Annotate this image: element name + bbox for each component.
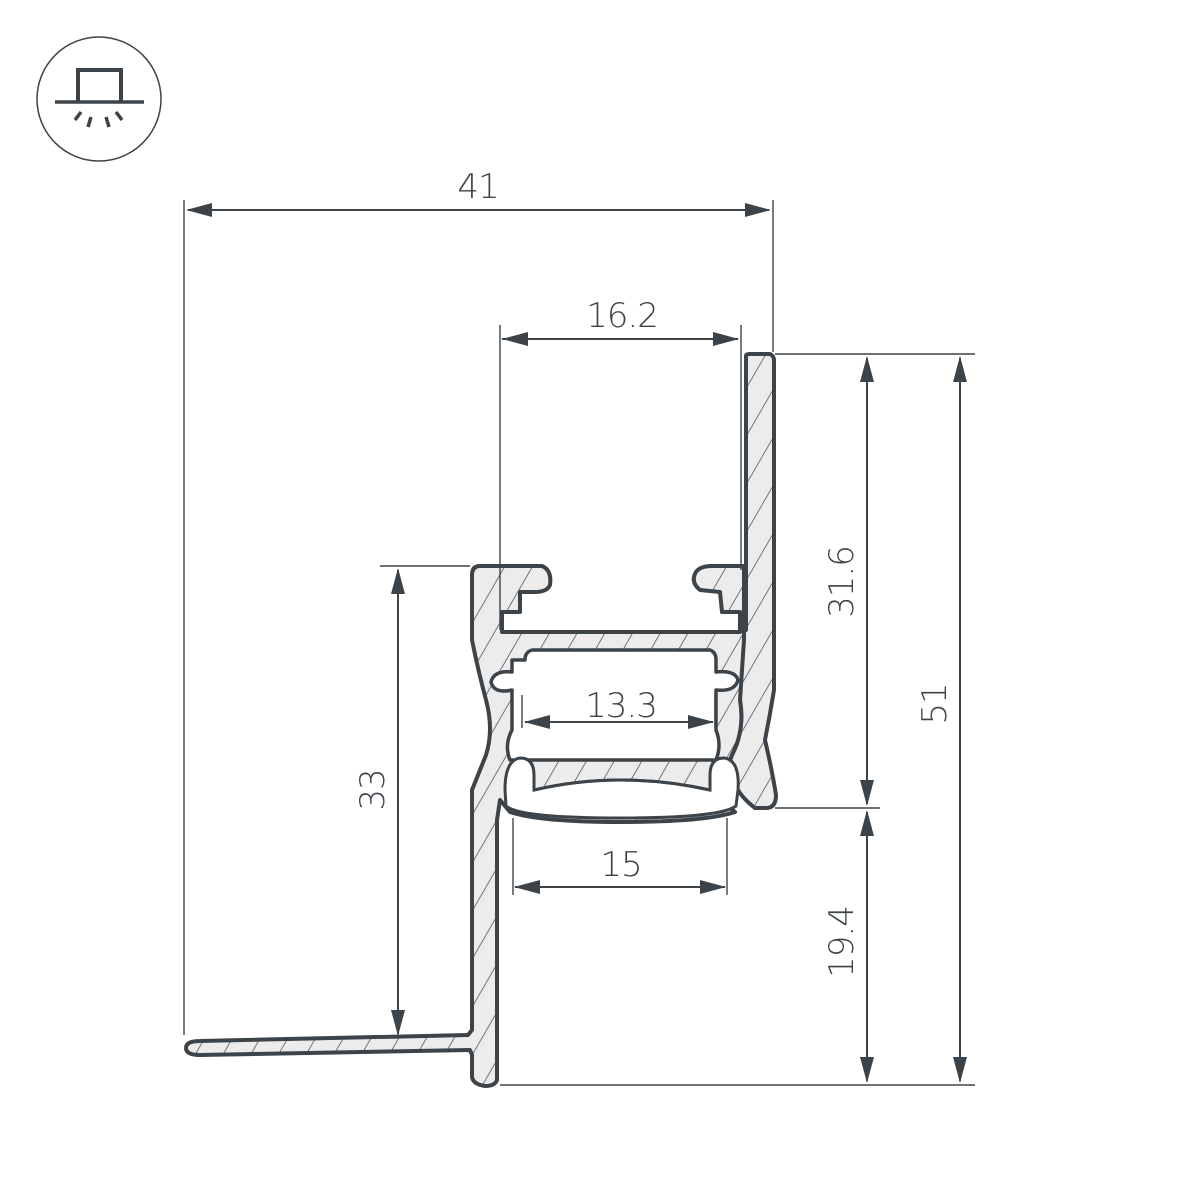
dimension-upper-height: 31.6 bbox=[822, 356, 874, 806]
dimension-diffuser-outer-width: 15 bbox=[514, 845, 726, 894]
dimension-label-51: 51 bbox=[915, 683, 955, 724]
aluminium-profile-section bbox=[184, 352, 778, 1088]
dimension-label-33: 33 bbox=[353, 769, 393, 810]
dimension-label-13-3: 13.3 bbox=[585, 686, 657, 726]
dimension-label-31-6: 31.6 bbox=[822, 546, 862, 618]
dimension-label-15: 15 bbox=[600, 845, 641, 885]
dimension-label-16-2: 16.2 bbox=[586, 296, 658, 336]
dimension-overall-height: 51 bbox=[915, 356, 967, 1083]
extension-lines bbox=[183, 200, 975, 1086]
dimension-overall-width: 41 bbox=[186, 167, 771, 217]
dimension-lower-height: 19.4 bbox=[822, 810, 874, 1083]
dimension-label-41: 41 bbox=[457, 167, 498, 207]
dimension-flange-height: 33 bbox=[353, 568, 405, 1036]
surface-mount-light-icon bbox=[36, 36, 162, 162]
dimension-label-19-4: 19.4 bbox=[822, 906, 862, 978]
dimension-diffuser-inner-width: 13.3 bbox=[524, 686, 714, 729]
dimension-channel-width: 16.2 bbox=[502, 296, 739, 346]
